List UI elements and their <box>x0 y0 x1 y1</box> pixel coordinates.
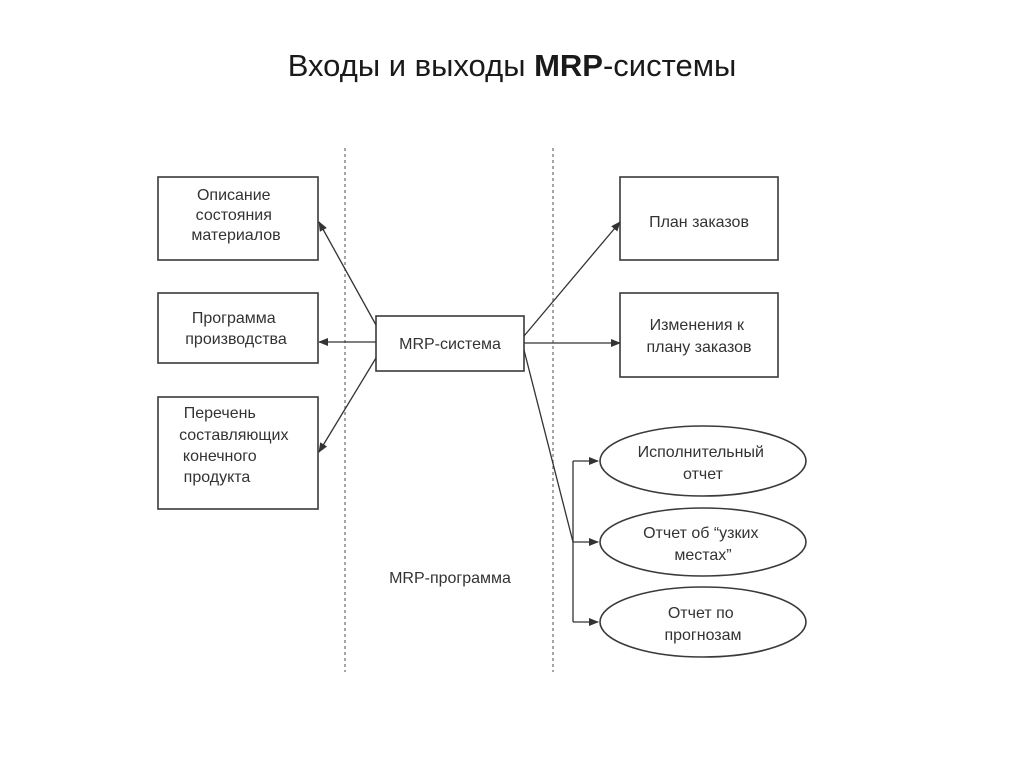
input-label-components: Перечень составляющих конечного продукта <box>179 405 293 486</box>
mrp-program-label: MRP-программа <box>389 570 511 587</box>
output-box-order-plan <box>619 176 779 261</box>
connector-components <box>318 357 377 453</box>
connector-reports-diagonal <box>523 349 574 543</box>
report-ellipse-performance <box>599 425 807 497</box>
title-bold: MRP <box>534 48 603 83</box>
report-ellipse-bottlenecks <box>599 507 807 577</box>
mrp-system-box <box>375 315 525 372</box>
report-ellipse-forecast <box>599 586 807 658</box>
output-label-plan-changes: Изменения к плану заказов <box>646 317 751 356</box>
input-box-materials <box>157 176 319 261</box>
output-box-plan-changes <box>619 292 779 378</box>
report-label-forecast: Отчет по прогнозам <box>664 605 741 644</box>
output-label-order-plan: План заказов <box>649 214 749 231</box>
input-box-production <box>157 292 319 364</box>
page-title: Входы и выходы MRP-системы <box>0 48 1024 84</box>
input-box-components <box>157 396 319 510</box>
input-label-materials: Описание состояния материалов <box>191 187 280 244</box>
title-part1: Входы и выходы <box>287 48 535 83</box>
input-label-production: Программа производства <box>185 310 287 348</box>
report-label-bottlenecks: Отчет об “узких местах” <box>643 525 763 564</box>
connector-materials <box>318 221 377 326</box>
report-label-performance: Исполнительный отчет <box>638 444 769 483</box>
connector-order-plan <box>523 221 621 337</box>
mrp-system-label: MRP-система <box>399 336 501 353</box>
title-part2: -системы <box>602 48 737 83</box>
